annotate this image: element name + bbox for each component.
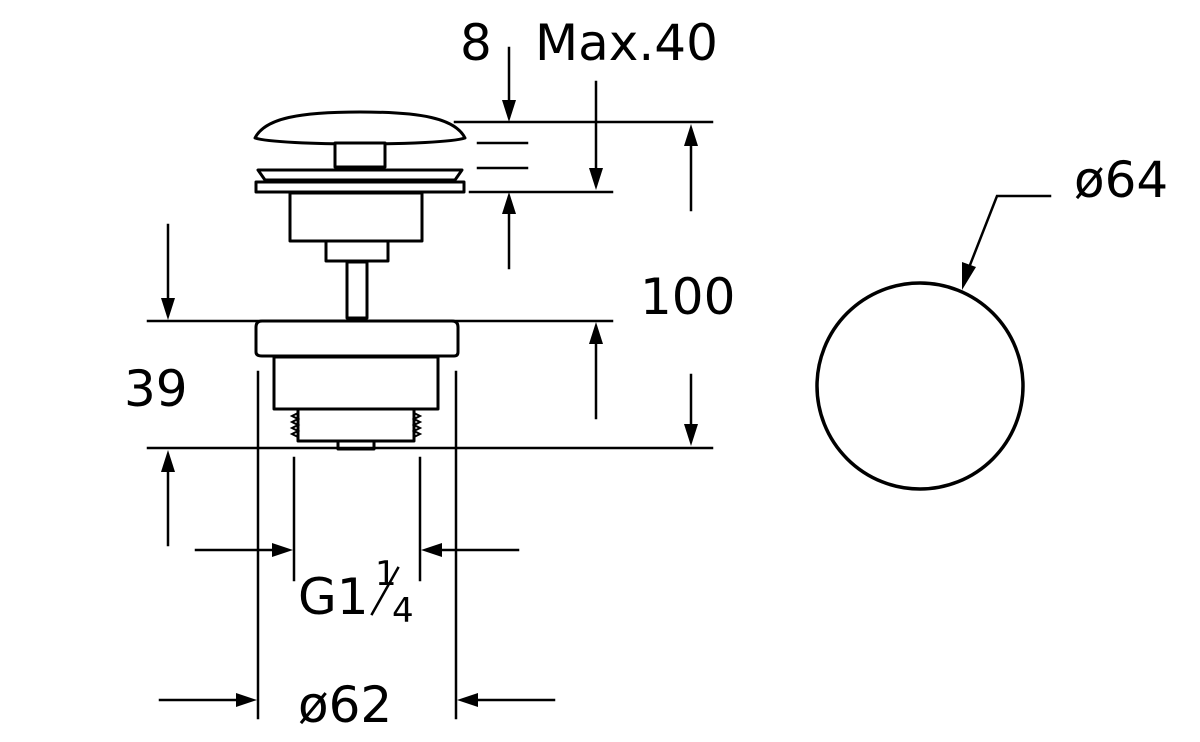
body-diameter-label: ø62 xyxy=(298,676,392,734)
body-neck xyxy=(324,239,390,263)
thread-marks-left xyxy=(289,412,301,438)
thread-marks-right xyxy=(411,412,423,438)
cap-top-view: ø64 xyxy=(815,151,1168,491)
dimension-lines xyxy=(146,46,714,720)
fraction-slash xyxy=(370,566,400,616)
flange xyxy=(256,168,464,182)
flange-gap-label: 8 xyxy=(460,14,492,72)
dimension-labels: 8 Max.40 100 39 G1 1 4 ø62 xyxy=(124,14,735,734)
cap-outline-circle xyxy=(815,281,1025,491)
pop-up-cap xyxy=(253,110,467,146)
cap-diameter-label: ø64 xyxy=(1074,151,1168,209)
cap-diameter-arrow xyxy=(962,262,976,290)
thread-height-label: 39 xyxy=(124,360,188,418)
lock-nut xyxy=(254,319,460,358)
total-height-label: 100 xyxy=(640,268,735,326)
threaded-tail xyxy=(296,407,416,443)
cap-stem xyxy=(333,141,387,169)
lower-body xyxy=(272,355,440,411)
thread-fraction-denominator: 4 xyxy=(392,591,414,631)
upper-body xyxy=(288,191,424,243)
drain-side-view xyxy=(253,110,467,451)
thread-size-label: G1 xyxy=(298,568,369,626)
max-thickness-label: Max.40 xyxy=(535,14,718,72)
rod xyxy=(345,260,369,320)
thread-fraction-numerator: 1 xyxy=(375,554,397,594)
flange-washer xyxy=(254,180,466,194)
cap-diameter-leader xyxy=(968,194,1052,267)
